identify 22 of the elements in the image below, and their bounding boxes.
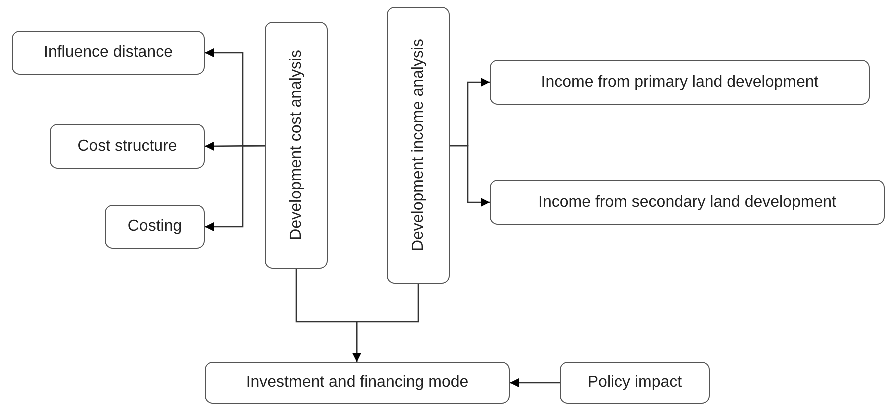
process-box (490, 180, 885, 225)
arrow (450, 145, 490, 207)
process-box (12, 31, 205, 75)
node-label: Policy impact (588, 373, 682, 393)
node-label: Cost structure (78, 136, 178, 156)
node-label: Costing (128, 217, 182, 237)
node-label: Development cost analysis (286, 50, 306, 241)
arrow (205, 145, 265, 232)
process-box (265, 22, 328, 269)
process-box (490, 60, 870, 105)
node-label: Income from primary land development (541, 72, 819, 92)
process-box (560, 362, 710, 404)
node-label: Development income analysis (408, 39, 428, 252)
process-box (105, 205, 205, 249)
node-label: Income from secondary land development (538, 192, 836, 212)
process-box (205, 362, 510, 404)
node-label: Investment and financing mode (246, 373, 469, 393)
arrow (510, 378, 560, 388)
process-box (387, 7, 450, 284)
arrow (352, 284, 420, 362)
node-label: Influence distance (44, 43, 173, 63)
process-box (50, 124, 205, 169)
